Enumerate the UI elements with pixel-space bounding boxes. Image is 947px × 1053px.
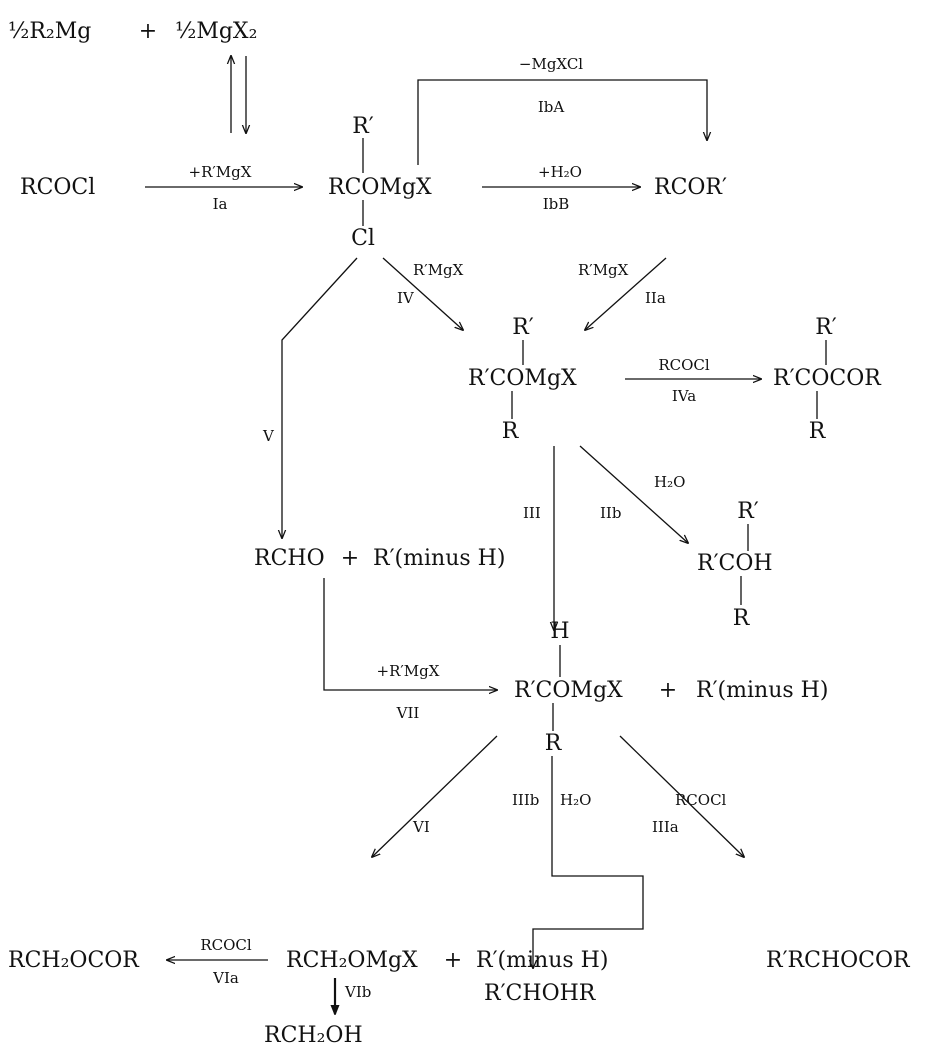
adduct-substituent-bottom: Cl [351, 226, 375, 251]
label-vi: VI [412, 818, 430, 836]
label-vib: VIb [344, 983, 371, 1001]
label-rmgx-ia: +R′MgX [189, 163, 252, 181]
tertiary-ester-bottom: R [809, 419, 827, 444]
label-iv: IV [397, 289, 415, 307]
label-iba: IbA [538, 98, 565, 116]
label-v: V [262, 427, 275, 445]
arrow-v [282, 257, 358, 538]
acid-chloride-start: RCOCl [20, 175, 95, 200]
label-vii: VII [396, 704, 420, 722]
tertiary-alcohol-bottom: R [733, 606, 751, 631]
tertiary-alkoxide-top: R′ [512, 315, 534, 340]
label-mgxcl: −MgXCl [519, 55, 583, 73]
plus-sign-aldehyde: + [341, 546, 359, 571]
label-iii: III [523, 504, 541, 522]
plus-sign-primary: + [444, 948, 462, 973]
label-ia: Ia [213, 195, 228, 213]
arrow-iba [417, 79, 707, 165]
secondary-alkoxide-bottom: R [545, 731, 563, 756]
label-h2o-iiib: H₂O [560, 791, 591, 809]
olefin-byproduct-3: R′(minus H) [476, 948, 608, 973]
adduct-substituent-top: R′ [352, 114, 374, 139]
arrow-iib [579, 445, 688, 543]
r2mg-species: ½R₂Mg [8, 19, 91, 44]
label-rmgx-vii: +R′MgX [377, 662, 440, 680]
primary-alcohol: RCH₂OH [264, 1023, 363, 1048]
label-ibb: IbB [543, 195, 570, 213]
tertiary-alkoxide-bottom: R [502, 419, 520, 444]
label-iva: IVa [672, 387, 696, 405]
secondary-alkoxide: R′COMgX [514, 678, 623, 703]
label-rcocl-iva: RCOCl [658, 356, 710, 374]
label-iiia: IIIa [652, 818, 679, 836]
tertiary-ester: R′COCOR [773, 366, 882, 391]
label-rcocl-iiia: RCOCl [675, 791, 727, 809]
arrow-iv [382, 257, 463, 330]
arrow-iia [585, 257, 667, 330]
label-iia: IIa [645, 289, 666, 307]
plus-sign-top: + [139, 19, 157, 44]
secondary-alkoxide-top: H [550, 619, 569, 644]
primary-ester: RCH₂OCOR [8, 948, 140, 973]
mgx2-species: ½MgX₂ [175, 19, 257, 44]
plus-sign-secondary: + [659, 678, 677, 703]
tertiary-alcohol: R′COH [697, 551, 773, 576]
adduct-intermediate: RCOMgX [328, 175, 432, 200]
label-rmgx-iia: R′MgX [578, 261, 629, 279]
aldehyde-product: RCHO [254, 546, 325, 571]
secondary-alcohol: R′CHOHR [484, 981, 597, 1006]
secondary-ester: R′RCHOCOR [766, 948, 911, 973]
arrow-iiib [533, 756, 644, 968]
label-h2o-iib: H₂O [654, 473, 685, 491]
arrow-vii [323, 578, 497, 690]
label-via: VIa [212, 969, 239, 987]
arrow-vi [372, 735, 498, 857]
ketone-product: RCOR′ [654, 175, 727, 200]
label-h2o-ibb: +H₂O [538, 163, 582, 181]
label-rmgx-iv: R′MgX [413, 261, 464, 279]
label-iib: IIb [600, 504, 621, 522]
tertiary-ester-top: R′ [815, 315, 837, 340]
tertiary-alkoxide: R′COMgX [468, 366, 577, 391]
label-rcocl-via: RCOCl [200, 936, 252, 954]
olefin-byproduct-2: R′(minus H) [696, 678, 828, 703]
primary-alkoxide: RCH₂OMgX [286, 948, 418, 973]
label-iiib: IIIb [512, 791, 539, 809]
tertiary-alcohol-top: R′ [737, 499, 759, 524]
arrow-iiia [619, 735, 744, 857]
olefin-byproduct-1: R′(minus H) [373, 546, 505, 571]
